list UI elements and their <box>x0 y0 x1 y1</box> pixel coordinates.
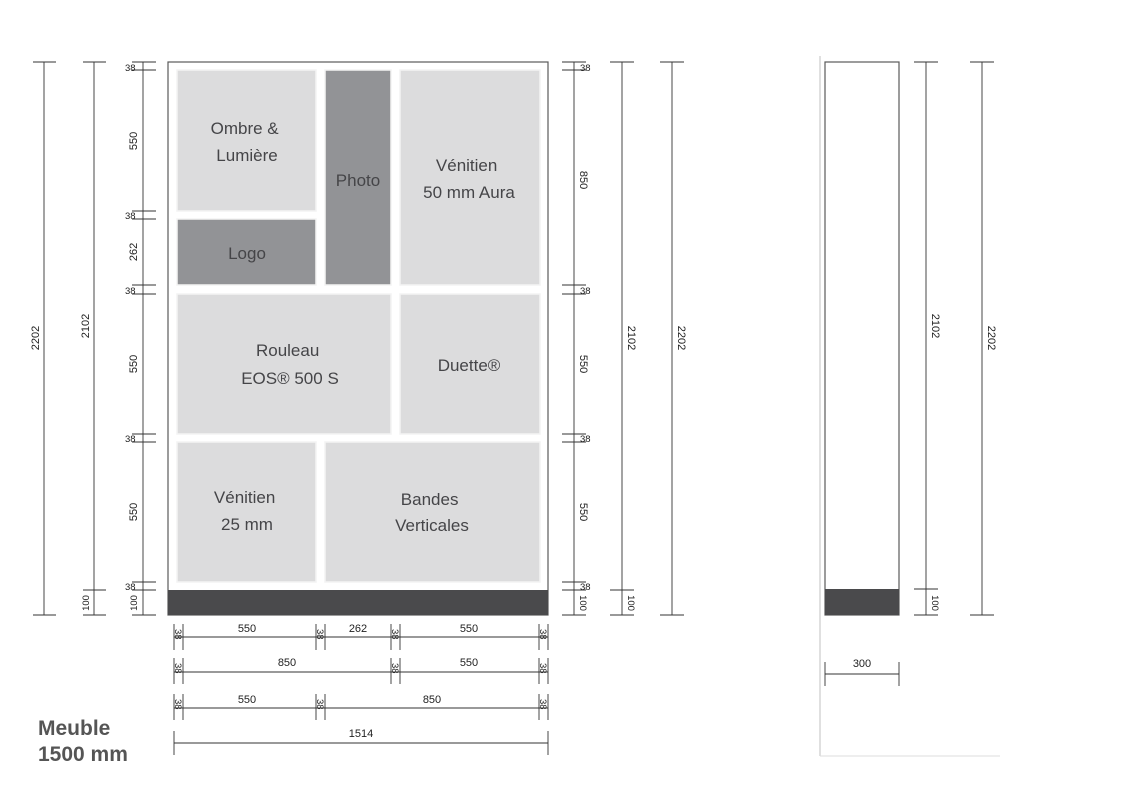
w-total-text: 1514 <box>349 728 373 740</box>
panel-venitien-50 <box>399 69 541 286</box>
label-rouleau: Rouleau EOS® 500 S <box>241 341 339 388</box>
dim-side-inner-text: 2102 <box>929 314 941 338</box>
label-ombre-lumiere: Ombre & Lumière <box>211 119 284 165</box>
dim-right-gap-2: 38 <box>580 286 591 297</box>
drawing-title: Meuble 1500 mm <box>38 716 128 768</box>
side-view-base <box>825 589 899 615</box>
w1-gap-c: 38 <box>389 629 400 640</box>
dim-right-550-1: 550 <box>577 355 589 373</box>
dim-right-inner-text: 2102 <box>625 326 637 350</box>
dim-left-inner-text: 2102 <box>80 314 92 338</box>
w3-gap-a: 38 <box>172 699 183 710</box>
cabinet-base <box>168 590 548 615</box>
panel-photo <box>324 69 392 286</box>
dim-right-850: 850 <box>577 171 589 189</box>
dim-side-depth-text: 300 <box>853 658 871 670</box>
w1-gap-d: 38 <box>537 629 548 640</box>
w1-gap-a: 38 <box>172 629 183 640</box>
panel-venitien-25 <box>176 441 317 583</box>
w3-gap-b: 38 <box>314 699 325 710</box>
side-view-body <box>824 61 900 616</box>
dim-right-gap-1: 38 <box>580 63 591 74</box>
w2-850: 850 <box>278 657 296 669</box>
w3-550: 550 <box>238 694 256 706</box>
panel-bandes-verticales <box>324 441 541 583</box>
dim-left-total-text: 2202 <box>30 326 42 350</box>
w1-550-b: 550 <box>460 623 478 635</box>
dim-left-550-1: 550 <box>128 132 140 150</box>
dim-width-row-3: 38 550 38 850 38 <box>172 694 549 720</box>
title-line-1: Meuble <box>38 717 111 740</box>
label-venitien-50: Vénitien 50 mm Aura <box>423 156 515 202</box>
dim-left-gap-5: 38 <box>125 582 136 593</box>
label-bandes-verticales: Bandes Verticales <box>395 490 469 535</box>
w2-gap-c: 38 <box>537 663 548 674</box>
dim-right-550-2: 550 <box>577 503 589 521</box>
panel-rouleau <box>176 293 392 435</box>
dim-right-total-text: 2202 <box>675 326 687 350</box>
dim-left-gap-1: 38 <box>125 63 136 74</box>
dim-width-total: 1514 <box>173 728 549 755</box>
dim-left-gap-2: 38 <box>125 211 136 222</box>
label-logo: Logo <box>228 244 266 263</box>
dim-left-base: 100 <box>129 595 140 611</box>
w2-550: 550 <box>460 657 478 669</box>
w1-550-a: 550 <box>238 623 256 635</box>
dim-width-row-2: 38 850 38 550 38 <box>172 657 549 684</box>
dim-side-base-text: 100 <box>929 595 940 611</box>
dim-side-total: 2202 <box>970 61 997 616</box>
label-duette: Duette® <box>438 356 501 375</box>
dim-right-base: 100 <box>577 595 588 611</box>
dim-left-262: 262 <box>128 243 140 261</box>
panel-ombre-lumiere <box>176 69 317 212</box>
panel-duette <box>399 293 541 435</box>
dim-left-inner: 2102 100 <box>80 61 106 616</box>
w2-gap-a: 38 <box>172 663 183 674</box>
dim-side-total-text: 2202 <box>985 326 997 350</box>
dim-right-base-outer: 100 <box>625 595 636 611</box>
w3-850: 850 <box>423 694 441 706</box>
dim-right-total: 2202 <box>660 61 687 616</box>
dim-side-inner: 2102 100 <box>914 61 941 616</box>
dim-left-gap-3: 38 <box>125 286 136 297</box>
dim-left-segments: 38 550 38 262 38 550 38 550 38 100 <box>125 61 156 616</box>
dim-left-550-2: 550 <box>128 355 140 373</box>
dim-left-base-outer-text: 100 <box>81 595 92 611</box>
dim-left-550-3: 550 <box>128 503 140 521</box>
dim-left-total: 2202 <box>30 61 56 616</box>
label-venitien-25: Vénitien 25 mm <box>214 488 280 534</box>
w1-262: 262 <box>349 623 367 635</box>
dim-right-inner: 2102 100 <box>610 61 637 616</box>
dim-left-gap-4: 38 <box>125 434 136 445</box>
dim-width-row-1: 38 550 38 262 38 550 38 <box>172 623 549 650</box>
panel-logo <box>176 218 317 286</box>
w3-gap-c: 38 <box>537 699 548 710</box>
label-photo: Photo <box>336 171 380 190</box>
dim-side-depth: 300 <box>824 658 900 686</box>
w1-gap-b: 38 <box>314 629 325 640</box>
dim-right-gap-3: 38 <box>580 434 591 445</box>
dim-right-segments: 38 850 38 550 38 550 38 100 <box>562 61 591 616</box>
w2-gap-b: 38 <box>389 663 400 674</box>
dim-right-gap-4: 38 <box>580 582 591 593</box>
title-line-2: 1500 mm <box>38 743 128 766</box>
